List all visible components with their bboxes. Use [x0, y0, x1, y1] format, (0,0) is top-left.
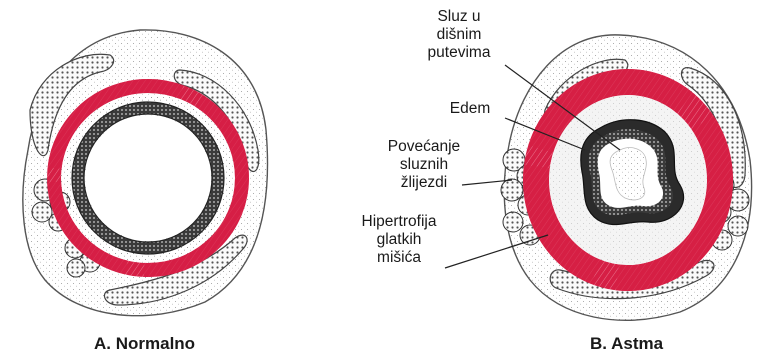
caption-normal: A. Normalno: [94, 334, 195, 354]
label-edema: Edem: [435, 100, 505, 118]
normal-lumen: [85, 115, 211, 241]
asthma-airway: [501, 35, 752, 320]
label-muscle: Hipertrofija glatkih mišića: [350, 213, 448, 267]
label-glands: Povećanje sluznih žlijezdi: [380, 138, 468, 192]
caption-asthma: B. Astma: [590, 334, 663, 354]
normal-airway: [23, 30, 268, 316]
label-mucus: Sluz u dišnim putevima: [405, 8, 513, 62]
